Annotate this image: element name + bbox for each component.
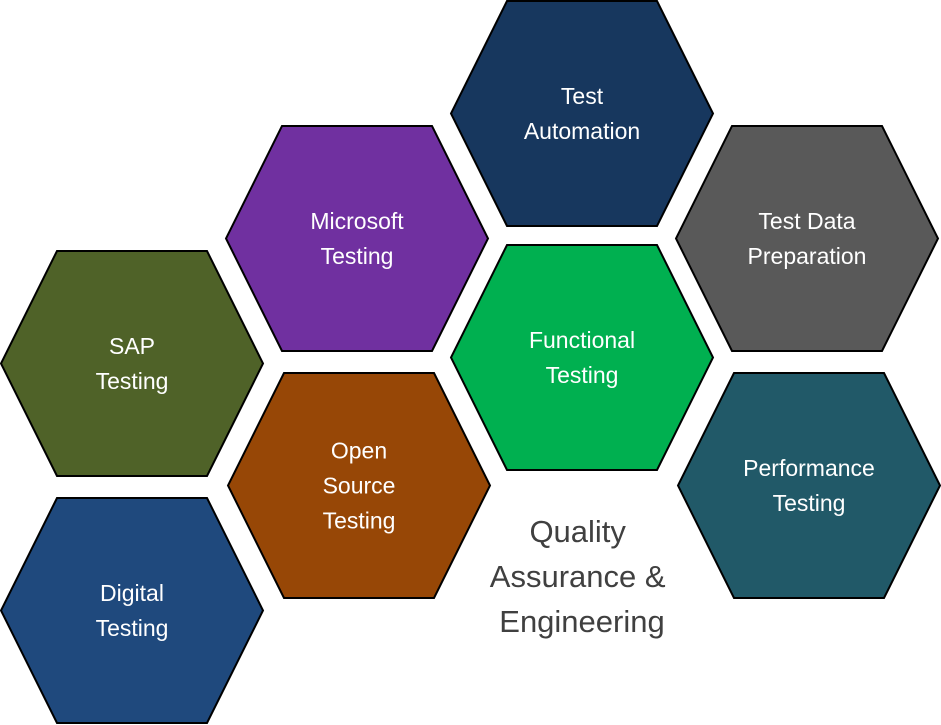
hexagon-shape — [224, 125, 490, 352]
hexagon-shape — [449, 244, 715, 471]
hexagon-shape — [674, 125, 940, 352]
hexagon-shape — [0, 497, 265, 724]
hexagon-shape — [226, 372, 492, 599]
hexagon-shape — [449, 0, 715, 227]
hexagon-shape — [676, 372, 941, 599]
center-title: Quality Assurance & Engineering — [490, 514, 674, 639]
hexagon-shape — [0, 250, 265, 477]
